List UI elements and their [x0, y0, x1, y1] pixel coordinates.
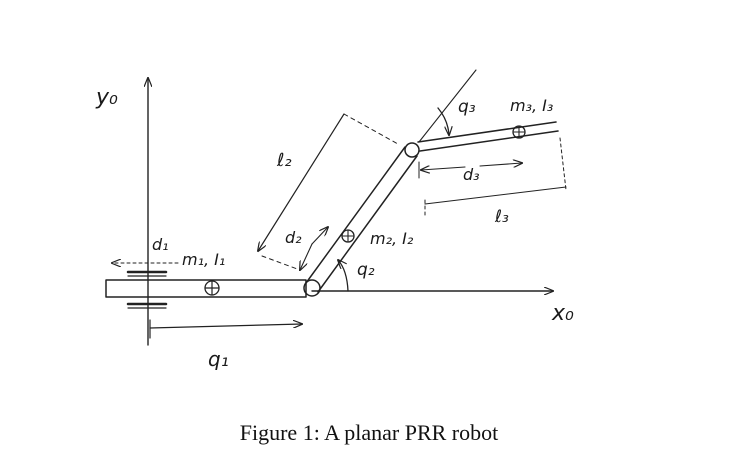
link3-d-label: d₃ — [463, 165, 480, 184]
link3-l-label: ℓ₃ — [494, 207, 509, 227]
link3-center-of-mass-icon — [512, 125, 526, 139]
link1-bar — [105, 279, 307, 298]
link2-d-label: d₂ — [285, 228, 302, 247]
link2-bar-edge-a — [305, 146, 406, 284]
q2-arc — [338, 260, 349, 292]
prismatic-guide — [126, 270, 168, 309]
x-axis-label: x₀ — [551, 301, 574, 326]
link3-mass-label: m₃, I₃ — [510, 96, 553, 115]
d3-arrow-left — [421, 167, 466, 170]
link3-q-label: q₃ — [458, 97, 476, 117]
link2-mass-label: m₂, I₂ — [370, 229, 414, 248]
l2-arrow — [258, 113, 345, 251]
link3-bar-edge-a — [417, 121, 557, 143]
link2-direction-extension — [418, 69, 477, 143]
l3-line — [424, 186, 567, 205]
link1-mass-label: m₁, I₁ — [182, 250, 225, 269]
q3-arc — [437, 107, 449, 135]
link1-d-label: d₁ — [152, 235, 169, 254]
l3-right-extension — [559, 137, 567, 191]
link2-l-label: ℓ₂ — [276, 150, 292, 171]
link2-bar-edge-b — [317, 155, 418, 293]
link3-bar-edge-b — [419, 130, 559, 152]
d2-arrow-up — [311, 227, 328, 245]
joint3-icon — [404, 142, 420, 158]
link1-center-of-mass-icon — [204, 280, 220, 296]
d3-arrow-right — [479, 163, 522, 166]
link2-q-label: q₂ — [357, 260, 375, 280]
link2-center-of-mass-icon — [341, 229, 355, 243]
l2-extension-line — [261, 255, 301, 271]
figure-caption: Figure 1: A planar PRR robot — [239, 420, 499, 445]
l2-top-extension-line — [343, 113, 399, 145]
y-axis-label: y₀ — [95, 85, 118, 110]
d2-arrow-down — [300, 243, 313, 270]
q1-arrow — [149, 324, 302, 329]
link1-q-label: q₁ — [208, 347, 229, 371]
